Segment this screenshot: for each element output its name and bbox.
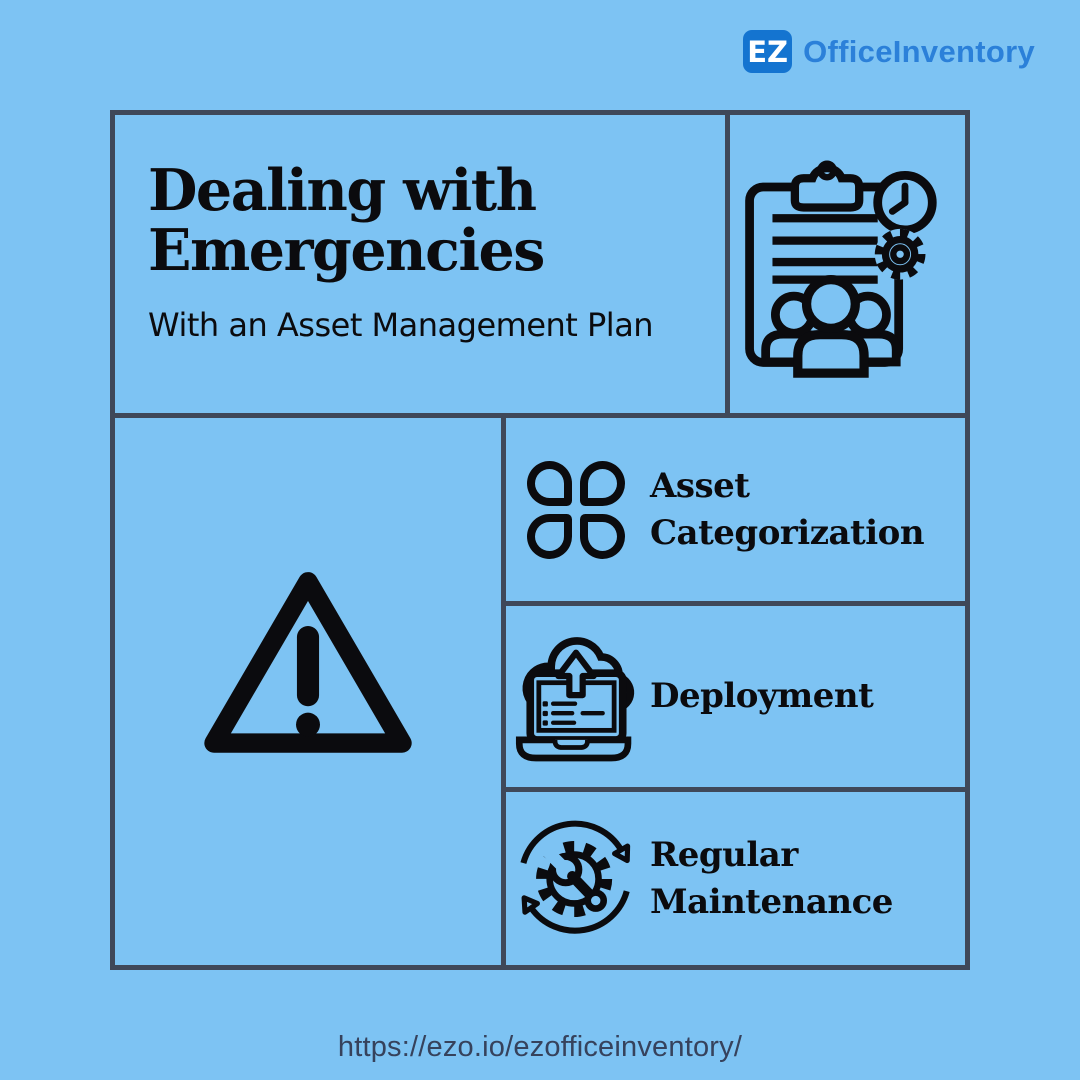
feature-label: Regular Maintenance (650, 832, 893, 926)
gear-wrench-cycle-icon (520, 820, 631, 934)
footer: https://ezo.io/ezofficeinventory/ (0, 1031, 1080, 1064)
content-grid: Dealing with Emergencies With an Asset M… (110, 110, 970, 970)
cloud-upload-laptop-icon (515, 636, 635, 761)
category-petal (527, 460, 572, 506)
hero-cell: Dealing with Emergencies With an Asset M… (115, 115, 730, 418)
feature-label-line2: Maintenance (650, 881, 893, 922)
feature-label-line2: Categorization (650, 512, 925, 553)
plan-illustration-cell (730, 115, 965, 418)
category-petal (580, 513, 625, 559)
feature-deployment: Deployment (506, 606, 965, 792)
feature-icon-wrap (514, 815, 638, 943)
page-title: Dealing with Emergencies (148, 157, 725, 285)
footer-url[interactable]: https://ezo.io/ezofficeinventory/ (337, 1031, 743, 1063)
warning-triangle-icon (204, 572, 412, 753)
feature-label-line1: Deployment (650, 676, 874, 717)
category-grid-icon (527, 460, 625, 559)
ez-logo-badge-icon: EZ (743, 30, 793, 73)
feature-icon-wrap (514, 630, 638, 764)
category-petal (527, 513, 572, 559)
page-subtitle: With an Asset Management Plan (148, 305, 654, 344)
feature-regular-maintenance: Regular Maintenance (506, 792, 965, 965)
clipboard-team-plan-icon (745, 159, 937, 378)
ez-logo-badge-text: EZ (747, 34, 789, 69)
page-title-line2: Emergencies (148, 217, 545, 285)
feature-label: Deployment (650, 673, 874, 720)
feature-asset-categorization: Asset Categorization (506, 418, 965, 606)
category-petal (580, 460, 625, 506)
feature-icon-wrap (514, 460, 638, 559)
brand-logo: EZ OfficeInventory (743, 30, 1035, 73)
brand-name: OfficeInventory (803, 33, 1035, 69)
page-title-line1: Dealing with (148, 157, 537, 224)
feature-label-line1: Regular (650, 834, 798, 875)
feature-label: Asset Categorization (650, 463, 925, 557)
emergency-illustration-cell (115, 418, 506, 965)
feature-label-line1: Asset (650, 465, 750, 506)
